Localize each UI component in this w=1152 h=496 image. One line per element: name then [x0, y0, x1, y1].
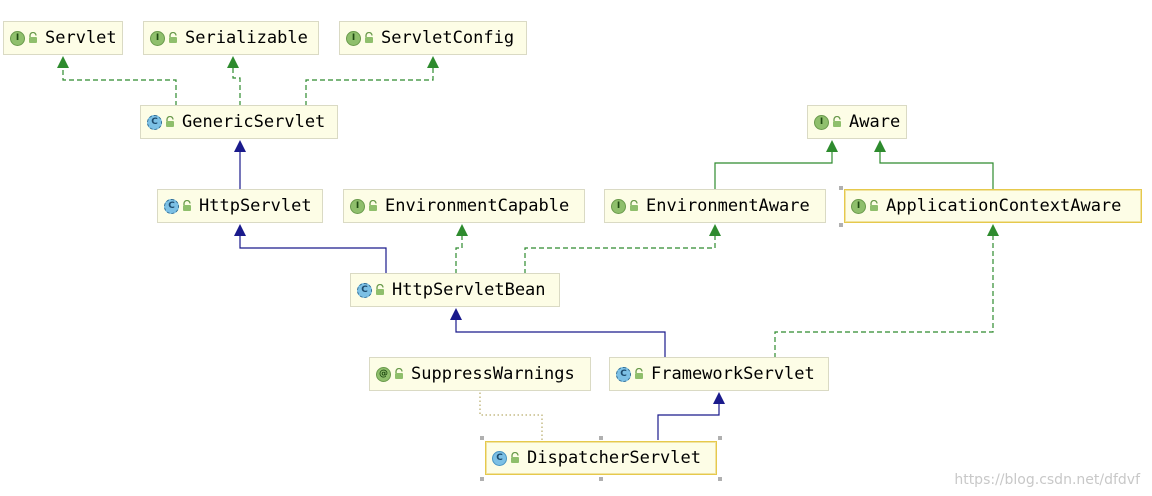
unlock-icon — [29, 32, 37, 43]
unlock-icon — [376, 284, 384, 295]
node-httpservletbean[interactable]: C HttpServletBean — [350, 273, 560, 307]
interface-icon: I — [814, 114, 829, 130]
node-frameworkservlet[interactable]: C FrameworkServlet — [609, 357, 829, 391]
abstract-class-icon: C — [147, 114, 162, 130]
edge-genericservlet-servlet — [57, 56, 177, 106]
unlock-icon — [169, 32, 177, 43]
unlock-icon — [183, 200, 191, 211]
node-label: ServletConfig — [381, 28, 515, 48]
unlock-icon — [635, 368, 643, 379]
unlock-icon — [833, 116, 841, 127]
unlock-icon — [166, 116, 174, 127]
interface-icon: I — [150, 30, 165, 46]
node-suppresswarnings[interactable]: @ SuppressWarnings — [369, 357, 591, 391]
unlock-icon — [395, 368, 403, 379]
selection-handle — [718, 477, 722, 481]
node-environmentaware[interactable]: I EnvironmentAware — [604, 189, 826, 223]
abstract-class-icon: C — [164, 198, 179, 214]
edge-dispatcherservlet-suppresswarnings — [479, 392, 543, 440]
node-label: DispatcherServlet — [527, 448, 701, 468]
selection-handle — [718, 436, 722, 440]
interface-icon: I — [851, 198, 866, 214]
selection-handle — [480, 436, 484, 440]
edge-frameworkservlet-applicationcontextaware — [774, 224, 999, 358]
watermark: https://blog.csdn.net/dfdvf — [954, 472, 1140, 488]
node-label: SuppressWarnings — [411, 364, 575, 384]
edge-applicationcontextaware-aware — [874, 140, 994, 190]
node-label: EnvironmentAware — [646, 196, 810, 216]
edge-frameworkservlet-httpservletbean — [450, 308, 666, 358]
node-servlet[interactable]: I Servlet — [3, 21, 123, 55]
node-label: FrameworkServlet — [651, 364, 815, 384]
interface-icon: I — [350, 198, 365, 214]
edge-dispatcherservlet-frameworkservlet — [657, 392, 725, 440]
node-label: HttpServletBean — [392, 280, 546, 300]
interface-icon: I — [10, 30, 25, 46]
abstract-class-icon: C — [616, 366, 631, 382]
node-label: GenericServlet — [182, 112, 326, 132]
unlock-icon — [511, 452, 519, 463]
edge-genericservlet-servletconfig — [305, 56, 439, 106]
node-dispatcherservlet[interactable]: C DispatcherServlet — [485, 441, 717, 475]
node-label: Aware — [849, 112, 901, 132]
node-genericservlet[interactable]: C GenericServlet — [140, 105, 338, 139]
node-environmentcapable[interactable]: I EnvironmentCapable — [343, 189, 585, 223]
abstract-class-icon: C — [357, 282, 372, 298]
unlock-icon — [630, 200, 638, 211]
edge-environmentaware-aware — [714, 140, 838, 190]
selection-handle — [839, 223, 843, 227]
node-label: ApplicationContextAware — [886, 196, 1122, 216]
annotation-icon: @ — [376, 366, 391, 382]
node-label: EnvironmentCapable — [385, 196, 570, 216]
node-aware[interactable]: I Aware — [807, 105, 907, 139]
interface-icon: I — [611, 198, 626, 214]
unlock-icon — [369, 200, 377, 211]
node-label: HttpServlet — [199, 196, 312, 216]
edge-httpservletbean-environmentaware — [524, 224, 721, 274]
node-label: Serializable — [185, 28, 308, 48]
unlock-icon — [365, 32, 373, 43]
node-httpservlet[interactable]: C HttpServlet — [157, 189, 323, 223]
edge-genericservlet-serializable — [227, 56, 241, 106]
interface-icon: I — [346, 30, 361, 46]
edge-httpservletbean-httpservlet — [234, 224, 387, 274]
selection-handle — [599, 436, 603, 440]
selection-handle — [480, 477, 484, 481]
node-servletconfig[interactable]: I ServletConfig — [339, 21, 527, 55]
selection-handle — [599, 477, 603, 481]
selection-handle — [839, 186, 843, 190]
node-serializable[interactable]: I Serializable — [143, 21, 319, 55]
unlock-icon — [870, 200, 878, 211]
edge-httpservletbean-environmentcapable — [455, 224, 468, 274]
node-label: Servlet — [45, 28, 117, 48]
node-applicationcontextaware[interactable]: I ApplicationContextAware — [844, 189, 1142, 223]
class-icon: C — [492, 450, 507, 466]
